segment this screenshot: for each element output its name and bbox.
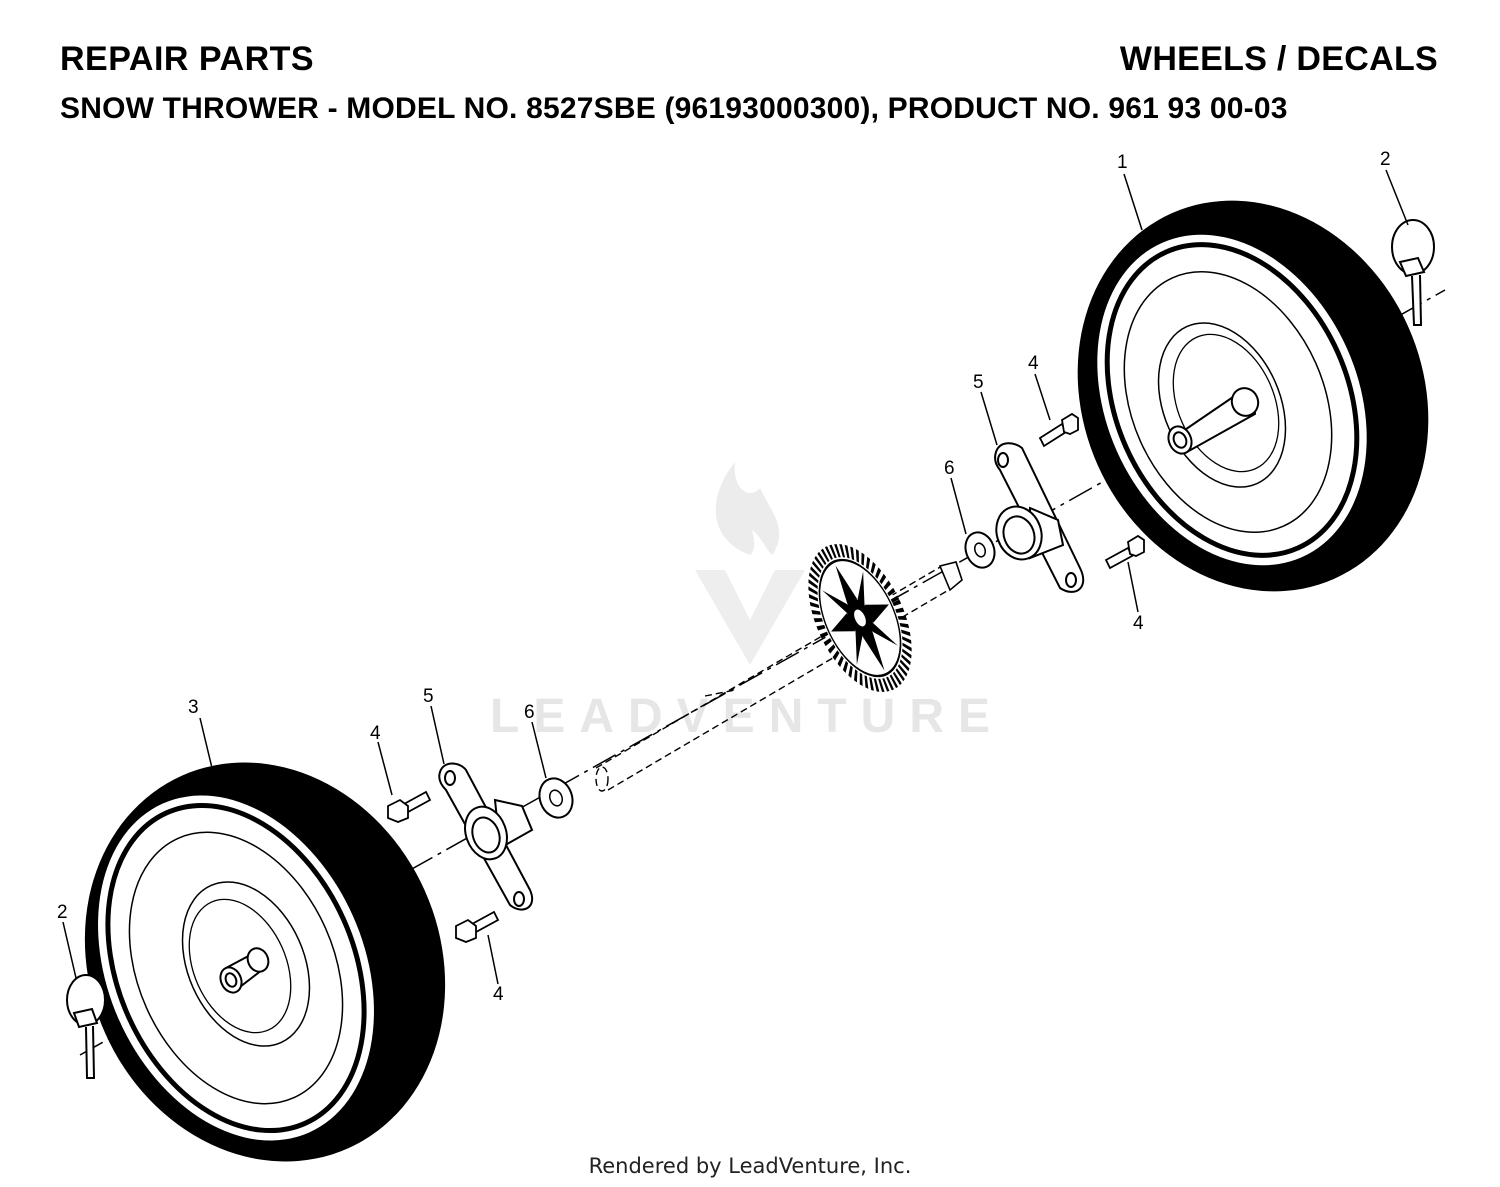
hitch-pin-right	[1391, 219, 1435, 326]
callout-bolt-left-top: 4	[370, 723, 381, 744]
section-title: WHEELS / DECALS	[1119, 40, 1438, 78]
bolt-right-bottom	[1104, 534, 1145, 570]
callout-bolt-right-bottom: 4	[1133, 613, 1144, 634]
bolt-left-bottom	[455, 910, 500, 943]
hitch-pin-left	[66, 974, 106, 1079]
callout-wheel-left: 3	[188, 697, 199, 718]
model-subtitle: SNOW THROWER - MODEL NO. 8527SBE (961930…	[60, 92, 1288, 126]
wheel-left-hub	[219, 947, 270, 994]
axle-shaft-end	[938, 561, 963, 592]
watermark: LEADVENTURE	[490, 462, 1004, 743]
wheel-right	[1077, 200, 1429, 592]
callout-bolt-left-bottom: 4	[493, 984, 504, 1005]
washer-right	[964, 531, 996, 569]
subtitle-prefix: SNOW THROWER - MODEL NO.	[60, 92, 527, 125]
washer-left	[538, 777, 574, 819]
subtitle-suffix: (96193000300), PRODUCT NO. 961 93 00-03	[655, 92, 1288, 125]
callout-pin-left: 2	[57, 902, 68, 923]
bolt-left-top	[387, 790, 432, 823]
axle-gear	[808, 544, 912, 692]
callout-leaders	[62, 169, 1409, 985]
callout-bearing-right: 5	[973, 372, 984, 393]
watermark-v-icon	[695, 570, 805, 665]
model-number: 8527SBE	[526, 92, 656, 125]
wheel-right-hub	[1167, 387, 1260, 455]
bolt-right-top	[1038, 412, 1079, 448]
footer-credit: Rendered by LeadVenture, Inc.	[588, 1154, 912, 1178]
callout-bearing-left: 5	[423, 686, 434, 707]
wheel-left	[84, 762, 446, 1162]
page-title: REPAIR PARTS	[60, 40, 315, 78]
callout-pin-right: 2	[1380, 149, 1391, 170]
callout-wheel-right: 1	[1117, 152, 1128, 173]
watermark-text: LEADVENTURE	[490, 690, 1004, 743]
bearing-flange-right	[994, 442, 1085, 593]
callout-washer-right: 6	[944, 458, 955, 479]
callout-washer-left: 6	[524, 702, 535, 723]
bearing-flange-left	[438, 762, 534, 911]
watermark-flame-icon	[715, 462, 780, 555]
callout-bolt-right-top: 4	[1028, 353, 1039, 374]
